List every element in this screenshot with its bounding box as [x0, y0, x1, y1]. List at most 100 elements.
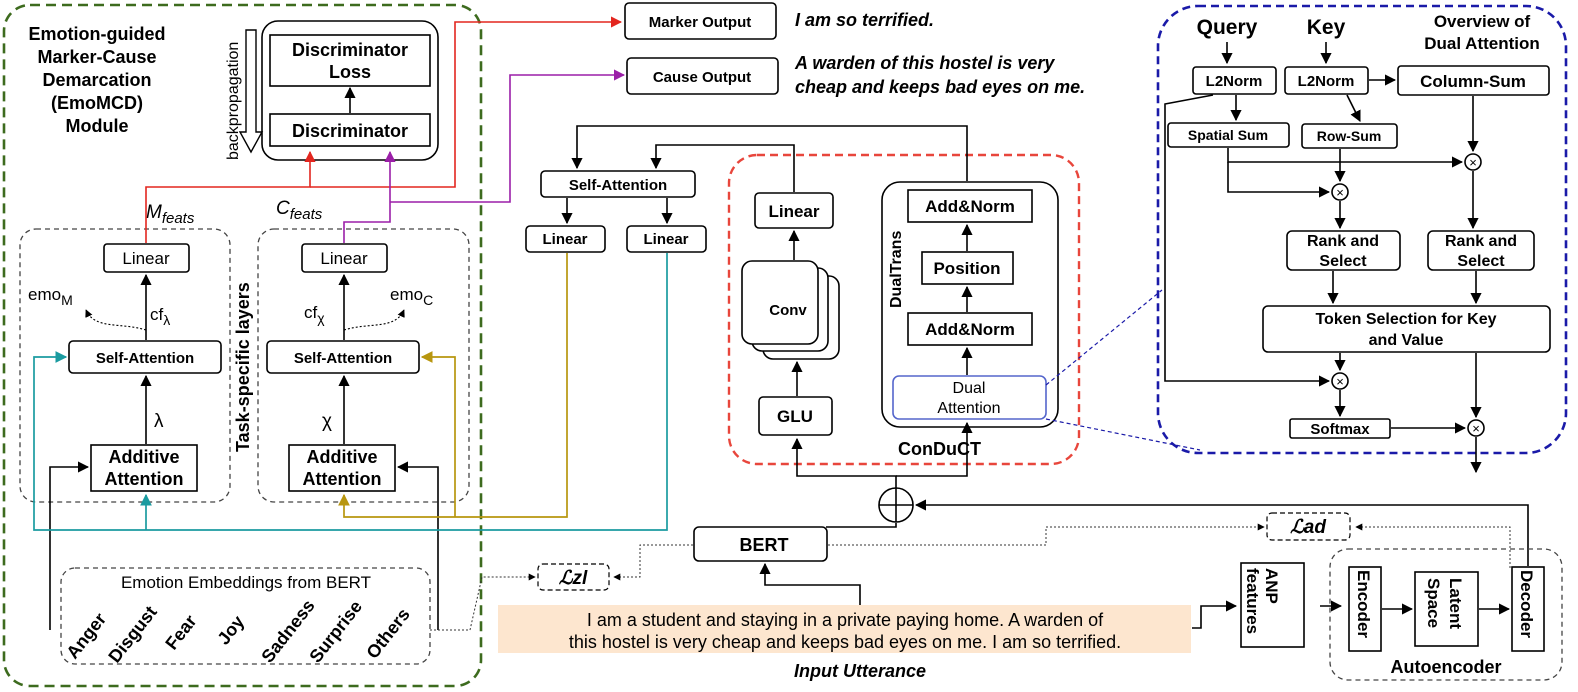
discriminator-label: Discriminator	[292, 121, 408, 141]
rank-select-right-label: Rank and	[1445, 233, 1517, 250]
cause-linear-label: Linear	[320, 249, 368, 268]
decoder-box	[1511, 566, 1545, 652]
lambda-symbol: λ	[154, 411, 164, 432]
marker-branch-group	[19, 228, 231, 503]
spatial-to-mult-middle-arrow	[1227, 162, 1331, 198]
decoder-label: Decoder	[1517, 570, 1536, 638]
rank-select-left-label: Select	[1319, 253, 1367, 270]
emotion-to-lzl-dotted-2	[469, 573, 536, 631]
conv-label: Conv	[769, 302, 807, 319]
encoder-label: Encoder	[1354, 570, 1373, 638]
bert-box	[693, 526, 828, 562]
cause-linear-box	[301, 243, 388, 273]
decoder-to-plus-arrow	[914, 499, 1529, 566]
discriminator-box	[269, 113, 431, 147]
linear-right-to-marker-sa-teal	[33, 253, 668, 531]
middle-linear-left-box	[525, 225, 606, 253]
l2norm-key-label: L2Norm	[1298, 73, 1355, 90]
emo-c-label: emoC	[390, 285, 433, 308]
emomcd-title: Emotion-guided Marker-Cause Demarcation …	[29, 24, 166, 136]
column-sum-box	[1397, 65, 1550, 96]
svg-text:×: ×	[1472, 421, 1480, 436]
cause-additive-label: Attention	[303, 469, 382, 489]
conv-box-front	[741, 260, 819, 345]
l2norm-key-box	[1284, 66, 1369, 95]
bert-label: BERT	[740, 535, 789, 555]
svg-text:×: ×	[1336, 185, 1344, 200]
anp-label: features	[1243, 568, 1262, 634]
bert-to-plus-line	[826, 523, 897, 528]
marker-linear-box	[103, 243, 190, 273]
cause-output-label: Cause Output	[653, 69, 751, 86]
task-specific-layers-label: Task-specific layers	[233, 282, 253, 452]
discriminator-loss-box	[269, 34, 431, 87]
dual-attention-zoom-line-top	[1045, 289, 1163, 386]
dual-attention-zoom-line-bottom	[1045, 418, 1201, 451]
c-feats-label: Cfeats	[276, 198, 323, 223]
loss-ad-label: ℒad	[1290, 517, 1326, 538]
utterance-to-bert-arrow	[759, 562, 861, 605]
spatial-sum-label: Spatial Sum	[1188, 127, 1268, 143]
marker-linear-label: Linear	[122, 249, 170, 268]
loss-zl-box	[537, 563, 610, 591]
decoder-to-lad-dotted	[1355, 523, 1511, 568]
backpropagation-arrow	[238, 29, 264, 154]
rank-select-right-label: Select	[1457, 253, 1505, 270]
chi-symbol: χ	[322, 411, 332, 432]
c-feats-to-cause-output-purple	[390, 69, 626, 203]
latent-space-box	[1414, 571, 1479, 647]
loss-zl-label: ℒzl	[559, 568, 588, 589]
svg-text:×: ×	[1469, 155, 1477, 170]
emotion-to-cause-additive-arrow	[396, 461, 439, 630]
discriminator-loss-label: Loss	[329, 62, 371, 82]
input-utterance-label: Input Utterance	[794, 661, 926, 681]
anp-features-box	[1240, 562, 1305, 648]
cause-self-attention-box	[266, 340, 420, 374]
token-selection-box	[1262, 305, 1551, 353]
marker-self-attention-box	[68, 340, 222, 374]
utterance-background	[498, 605, 1191, 653]
position-box	[921, 251, 1014, 285]
cause-output-text: A warden of this hostel is very	[794, 53, 1055, 73]
m-feats-to-discriminator-red	[145, 150, 316, 243]
discriminator-loss-label: Discriminator	[292, 40, 408, 60]
l2norm-to-row-sum-arrow	[1346, 94, 1361, 123]
mult-node-lower: ×	[1331, 372, 1349, 390]
add-norm-bottom-label: Add&Norm	[925, 320, 1015, 339]
emomcd-title-line: Emotion-guided	[29, 24, 166, 44]
conduct-title: ConDuCT	[898, 439, 981, 459]
spatial-sum-box	[1167, 122, 1290, 148]
rank-select-right-box	[1427, 230, 1535, 271]
marker-output-text: I am so terrified.	[795, 10, 934, 30]
l2norm-query-box	[1192, 66, 1277, 95]
cause-self-attention-label: Self-Attention	[294, 350, 392, 367]
gold-to-cause-self-attention	[420, 351, 456, 517]
utterance-to-anp-arrow	[1192, 600, 1238, 629]
emomcd-title-line: (EmoMCD)	[51, 93, 143, 113]
utterance-text: I am a student and staying in a private …	[587, 610, 1104, 630]
svg-text:×: ×	[1336, 374, 1344, 389]
query-skip-arrow	[1164, 94, 1331, 387]
position-label: Position	[933, 259, 1000, 278]
middle-linear-left-label: Linear	[542, 231, 587, 248]
emotion-embeddings-title: Emotion Embeddings from BERT	[121, 573, 371, 592]
cf-chi-label: cfχ	[304, 303, 325, 326]
cause-additive-attention-box	[288, 444, 396, 492]
add-norm-top-box	[907, 189, 1033, 223]
rank-select-left-label: Rank and	[1307, 233, 1379, 250]
dualtrans-label: DualTrans	[888, 231, 905, 308]
latent-label: Latent	[1446, 578, 1465, 629]
c-feats-to-discriminator-purple	[343, 150, 396, 243]
emotion-embeddings-box	[60, 567, 431, 665]
cause-branch-group	[257, 228, 470, 503]
l2norm-query-label: L2Norm	[1206, 73, 1263, 90]
cause-additive-label: Additive	[306, 447, 377, 467]
marker-additive-label: Attention	[105, 469, 184, 489]
bert-to-lzl-dotted	[613, 544, 693, 581]
spatial-to-mult-top-arrow	[1227, 148, 1464, 168]
emomcd-title-line: Demarcation	[42, 70, 151, 90]
utterance-text: this hostel is very cheap and keeps bad …	[569, 632, 1121, 652]
marker-additive-attention-box	[90, 444, 198, 492]
m-feats-to-marker-output-red	[310, 16, 623, 188]
conduct-module-border	[727, 153, 1081, 466]
